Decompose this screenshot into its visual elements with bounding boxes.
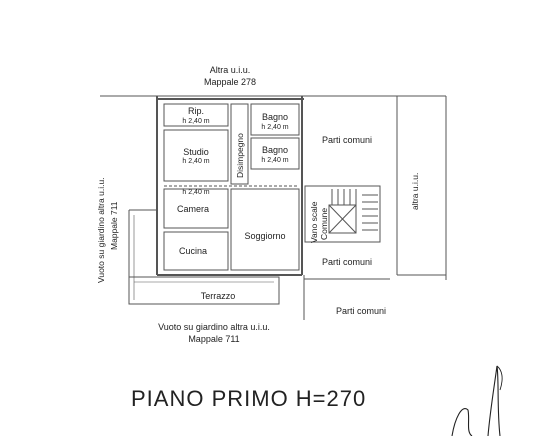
bagno1-room-outline <box>250 103 300 136</box>
soggiorno-room-outline <box>230 188 300 271</box>
neighbor-top-parcel: Mappale 278 <box>203 77 257 87</box>
elevator-box <box>328 204 357 234</box>
terrace-name: Terrazzo <box>200 291 236 301</box>
signature-mark <box>451 408 473 436</box>
room-rip-height: h 2,40 m <box>182 118 210 125</box>
room-bagno1-height: h 2,40 m <box>261 124 289 131</box>
rip-room-outline <box>163 103 229 127</box>
bagno2-room-outline <box>250 137 300 170</box>
room-bagno2-name: Bagno <box>261 145 289 155</box>
room-disimpegno-name: Disimpegno <box>235 133 245 178</box>
room-camera-name: Camera <box>176 204 210 214</box>
stairwell-label: Vano scale <box>309 201 319 243</box>
room-rip-name: Rip. <box>187 106 205 116</box>
common-area-label-3: Parti comuni <box>335 306 387 316</box>
cucina-room-outline <box>163 231 229 271</box>
camera-room-outline <box>163 188 229 229</box>
stairwell-common-label: Comune <box>319 207 329 240</box>
room-studio-name: Studio <box>183 147 209 157</box>
room-camera-height: h 2,40 m <box>182 189 210 196</box>
room-bagno2-height: h 2,40 m <box>261 157 289 164</box>
neighbor-bottom-parcel: Mappale 711 <box>188 334 240 344</box>
room-bagno1-name: Bagno <box>261 112 289 122</box>
neighbor-right-label: altra u.i.u. <box>410 172 420 210</box>
neighbor-left-label: Vuoto su giardino altra u.i.u. <box>96 177 106 283</box>
common-area-label-2: Parti comuni <box>321 257 373 267</box>
disimpegno-outline <box>230 103 249 185</box>
floor-title: PIANO PRIMO H=270 <box>131 386 367 411</box>
studio-room-outline <box>163 129 229 182</box>
neighbor-left-parcel: Mappale 711 <box>109 201 119 250</box>
neighbor-bottom-label: Vuoto su giardino altra u.i.u. <box>158 322 270 332</box>
common-area-label-1: Parti comuni <box>321 135 373 145</box>
room-studio-height: h 2,40 m <box>182 158 210 165</box>
neighbor-top-label: Altra u.i.u. <box>209 65 251 75</box>
room-soggiorno-name: Soggiorno <box>244 231 286 241</box>
room-cucina-name: Cucina <box>178 246 208 256</box>
